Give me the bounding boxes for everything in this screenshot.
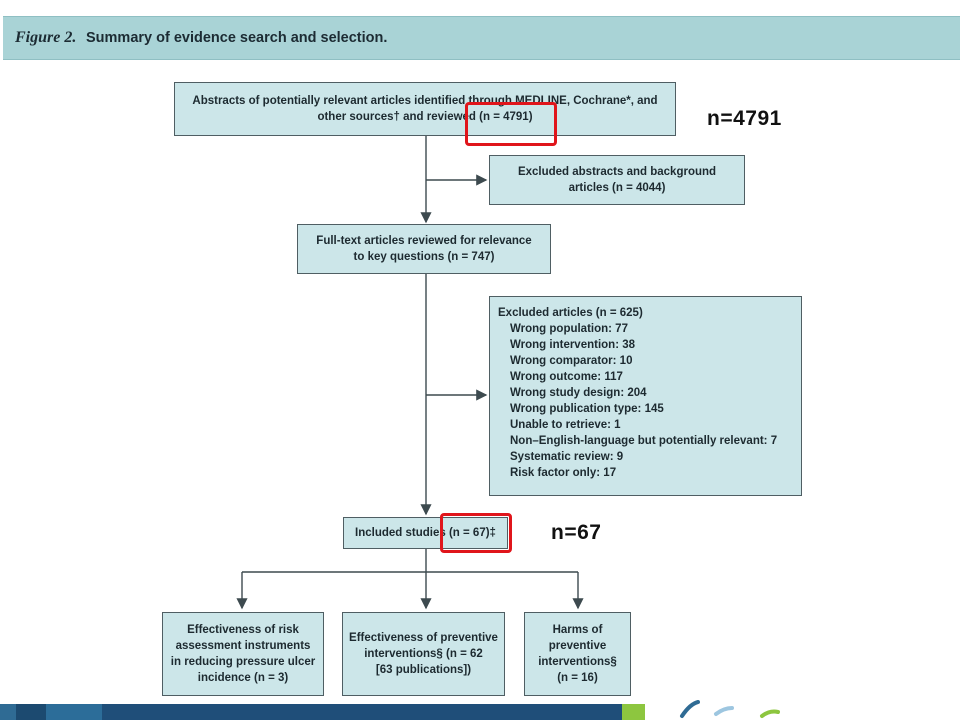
- excluded-reason: Wrong publication type: 145: [510, 403, 664, 415]
- box-effectiveness-preventive-line: [63 publications]): [375, 664, 472, 676]
- highlight-n-67: [440, 513, 512, 553]
- footer-segment-light: [0, 704, 16, 720]
- box-fulltext: Full-text articles reviewed for relevanc…: [297, 224, 551, 274]
- excluded-reason: Wrong intervention: 38: [510, 339, 636, 351]
- figure-header: Figure 2. Summary of evidence search and…: [3, 16, 960, 60]
- box-excluded-abstracts: Excluded abstracts and background articl…: [489, 155, 745, 205]
- box-effectiveness-risk-line: assessment instruments: [175, 640, 311, 652]
- box-fulltext-line1: Full-text articles reviewed for relevanc…: [316, 235, 532, 247]
- excluded-reason: Wrong study design: 204: [510, 387, 647, 399]
- box-included: Included studies (n = 67)‡: [343, 517, 508, 549]
- logo-marks-icon: [680, 700, 780, 718]
- box-harms-line: (n = 16): [557, 672, 598, 684]
- box-excluded-articles: Excluded articles (n = 625) Wrong popula…: [489, 296, 802, 496]
- excluded-reason: Systematic review: 9: [510, 451, 624, 463]
- box-effectiveness-risk-line: in reducing pressure ulcer: [170, 656, 316, 668]
- excluded-reason: Unable to retrieve: 1: [510, 419, 621, 431]
- box-fulltext-line2: to key questions (n = 747): [353, 251, 495, 263]
- footer-bar: [0, 704, 645, 720]
- box-harms: Harms of preventive interventions§ (n = …: [524, 612, 631, 696]
- annotation-n-4791: n=4791: [707, 107, 782, 130]
- box-effectiveness-risk-line: incidence (n = 3): [197, 672, 289, 684]
- annotation-n-67: n=67: [551, 521, 602, 544]
- excluded-reason: Wrong comparator: 10: [510, 355, 633, 367]
- box-identified-line2: other sources† and reviewed (n = 4791): [317, 111, 533, 123]
- box-included-text: Included studies (n = 67)‡: [355, 527, 496, 539]
- figure-label: Figure 2.: [15, 29, 77, 46]
- box-harms-line: interventions§: [538, 656, 617, 668]
- excluded-articles-title: Excluded articles (n = 625): [498, 307, 643, 319]
- box-excluded-abstracts-line2: articles (n = 4044): [568, 182, 666, 194]
- excluded-reason: Non–English-language but potentially rel…: [510, 435, 778, 447]
- excluded-reason: Risk factor only: 17: [510, 467, 617, 479]
- excluded-reason: Wrong population: 77: [510, 323, 628, 335]
- excluded-reason: Wrong outcome: 117: [510, 371, 623, 383]
- box-effectiveness-risk-line: Effectiveness of risk: [187, 624, 299, 636]
- box-effectiveness-preventive: Effectiveness of preventive intervention…: [342, 612, 505, 696]
- highlight-n-4791: [465, 102, 557, 146]
- box-identified: Abstracts of potentially relevant articl…: [174, 82, 676, 136]
- figure-caption: Summary of evidence search and selection…: [86, 30, 388, 46]
- footer-segment-dark: [16, 704, 46, 720]
- box-identified-line1: Abstracts of potentially relevant articl…: [192, 95, 658, 107]
- box-effectiveness-preventive-line: interventions§ (n = 62: [364, 648, 483, 660]
- box-excluded-abstracts-line1: Excluded abstracts and background: [517, 166, 717, 178]
- box-harms-line: Harms of: [552, 624, 603, 636]
- footer-segment-green: [622, 704, 645, 720]
- box-harms-line: preventive: [548, 640, 607, 652]
- box-effectiveness-risk: Effectiveness of risk assessment instrum…: [162, 612, 324, 696]
- box-effectiveness-preventive-line: Effectiveness of preventive: [349, 632, 498, 644]
- footer-segment-main: [102, 704, 622, 720]
- footer-segment-mid: [46, 704, 102, 720]
